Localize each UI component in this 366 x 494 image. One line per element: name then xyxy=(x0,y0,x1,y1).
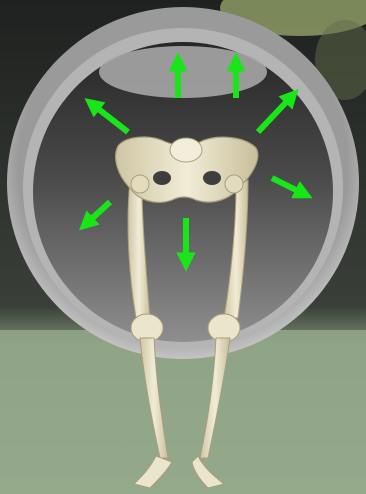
right-femoral-head xyxy=(225,175,243,193)
left-femoral-head xyxy=(131,175,149,193)
left-obturator-foramen xyxy=(153,171,171,185)
right-obturator-foramen xyxy=(203,171,221,185)
sacrum xyxy=(170,138,202,162)
tube-far-opening xyxy=(99,46,267,98)
